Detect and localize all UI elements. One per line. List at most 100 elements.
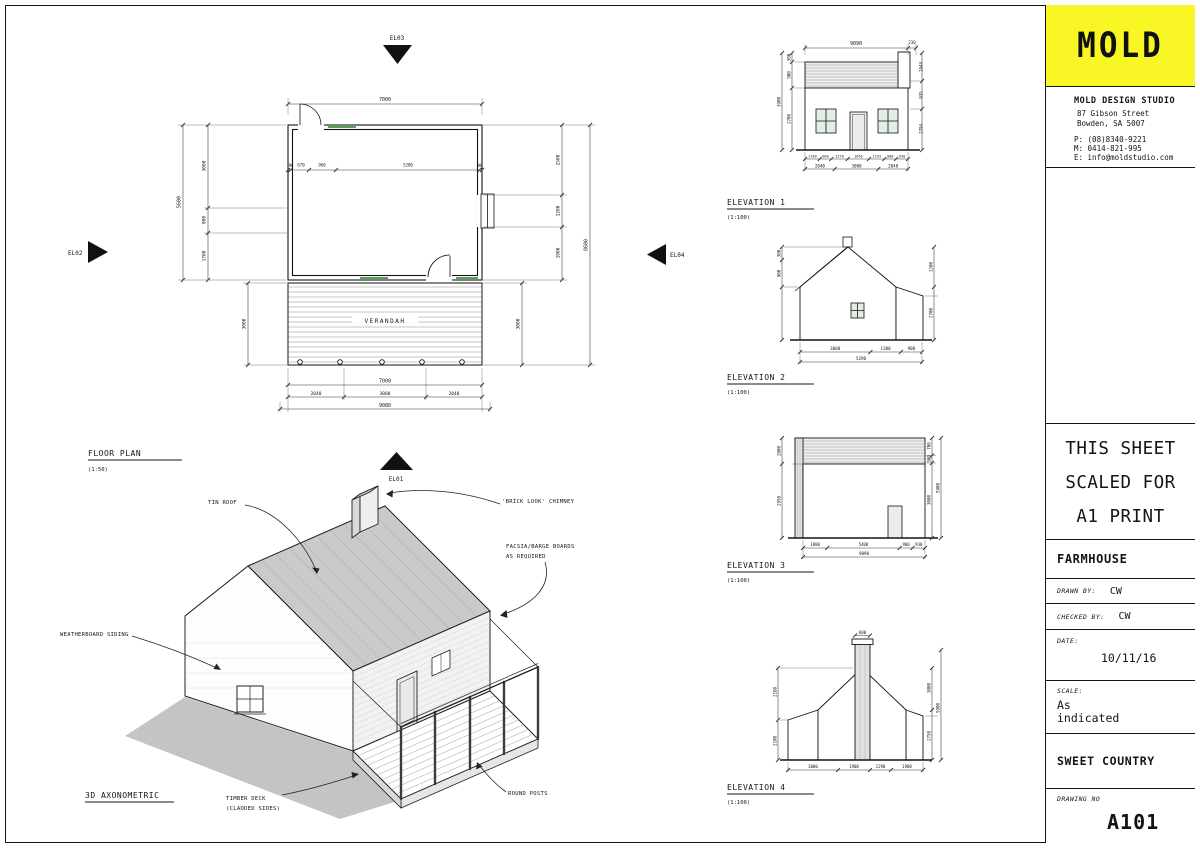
drawing-number-label: DRAWING NO [1057, 795, 1101, 803]
end-strip [794, 437, 804, 539]
callout-chimney: 'BRICK LOOK' CHIMNEY [502, 499, 575, 505]
dim-label: 2700 [787, 113, 792, 124]
dim-label: 9090 [859, 551, 870, 556]
chimney-cap [842, 236, 853, 248]
el03-marker-label: EL03 [390, 35, 405, 42]
elevation-markers: EL03 EL01 EL02 EL04 [68, 35, 685, 483]
dim-label: 300 [787, 53, 792, 61]
sheet-scale-note-line3: A1 PRINT [1076, 507, 1165, 527]
dim-label: 5900 [936, 702, 941, 713]
floor-plan-walls [287, 124, 483, 281]
dim-label: 1193 [872, 155, 881, 159]
dim-label: 3000 [830, 346, 841, 351]
dim-label: 600 [859, 630, 867, 635]
studio-phone: P: (08)8340-9221 [1074, 134, 1147, 144]
scale-row: SCALE: As indicated [1046, 681, 1195, 734]
callout-leaders [131, 490, 547, 796]
dim-label: 3000 [380, 391, 391, 397]
elevation3-drawing [788, 437, 938, 539]
roof-hatch [805, 64, 908, 87]
dim-label: 2040 [311, 391, 322, 397]
client-name: SWEET COUNTRY [1046, 734, 1195, 789]
dim-label: 1140 [808, 155, 817, 159]
front-door [396, 670, 418, 733]
el01-marker-icon [380, 452, 413, 470]
shadow [125, 697, 401, 819]
floor-plan-view: VERANDAH 7000 90 670 960 5280 90 5600 30… [68, 35, 685, 483]
dim-label: 3000 [516, 318, 522, 329]
elevation3-title-group: ELEVATION 3 (1:100) [727, 561, 814, 584]
chimney [351, 485, 379, 539]
el03-marker-icon [383, 45, 412, 64]
chimney-cap [851, 638, 874, 645]
callout-fascia-line2: AS REQUIRED [506, 554, 546, 560]
scale-value: As indicated [1057, 698, 1195, 725]
studio-mobile: M: 0414-821-995 [1074, 143, 1142, 153]
floor-plan-dim-lines [182, 103, 591, 410]
dim-label: 2750 [927, 730, 932, 741]
callout-fascia-line1: FACSIA/BARGE BOARDS [506, 544, 575, 550]
view-title: ELEVATION 1 [727, 198, 785, 207]
checked-by-label: CHECKED BY: [1057, 612, 1105, 621]
client-name-text: SWEET COUNTRY [1057, 754, 1155, 768]
verandah-posts [399, 665, 540, 801]
front-wall [352, 610, 491, 752]
project-name: FARMHOUSE [1046, 540, 1195, 579]
elevation3-view: 2000 2950 700 300 3000 5900 1800 5400 96… [727, 435, 944, 584]
logo: MOLD [1046, 5, 1195, 87]
callout-posts: ROUND POSTS [508, 791, 548, 797]
chimney [854, 643, 871, 761]
elevation2-drawing [790, 236, 932, 341]
dim-label: 670 [297, 163, 305, 168]
drawn-by-label: DRAWN BY: [1057, 587, 1096, 595]
elevation4-view: 600 2160 2100 3000 2750 5900 3000 1900 1… [727, 630, 944, 806]
dim-label: 3000 [927, 494, 932, 505]
checked-by-row: CHECKED BY: CW [1046, 604, 1195, 630]
dim-label: 5290 [856, 356, 867, 361]
date-value: 10/11/16 [1101, 651, 1157, 665]
dim-label: 3900 [777, 96, 782, 107]
view-title: ELEVATION 4 [727, 783, 785, 792]
el01-marker-label: EL01 [389, 476, 404, 483]
dim-label: 900 [202, 216, 208, 224]
dim-label: 930 [915, 542, 923, 547]
dim-label: 2000 [777, 445, 782, 456]
view-scale: (1:50) [88, 467, 108, 473]
dim-label: 1270 [835, 155, 844, 159]
dim-label: 1800 [810, 542, 820, 547]
dim-label: 1200 [556, 205, 562, 216]
dim-label: 5400 [859, 542, 869, 547]
window [815, 108, 837, 134]
title-block: MOLD MOLD DESIGN STUDIO 87 Gibson Street… [1045, 5, 1195, 843]
dim-label: 900 [887, 155, 894, 159]
front-window [431, 649, 451, 677]
floor-plan-ext-lines [178, 98, 595, 412]
gable-window [234, 685, 266, 715]
elevation1-title-group: ELEVATION 1 (1:100) [727, 198, 814, 221]
deck [352, 690, 539, 809]
title-block-spacer [1046, 168, 1195, 424]
roof-sheeting-lines [261, 511, 478, 666]
dim-label: 960 [902, 542, 910, 547]
view-scale: (1:100) [727, 215, 750, 221]
callout-deck-line2: (CLADDED SIDES) [226, 806, 280, 812]
floor-plan-dim-ticks [180, 101, 593, 412]
dim-label: 930 [899, 155, 906, 159]
el04-marker-icon [647, 244, 666, 265]
elevation1-view: 9090 230 300 900 2700 3900 2944 935 2794… [727, 40, 925, 221]
dim-label: 2040 [815, 164, 826, 169]
studio-address-line1: 87 Gibson Street [1077, 109, 1150, 119]
dim-label: 1900 [849, 764, 859, 769]
dim-label: 8600 [584, 239, 590, 251]
roof-hatch [795, 440, 925, 463]
dim-label: 2500 [556, 154, 562, 165]
sheet-scale-note: THIS SHEET SCALED FOR A1 PRINT [1046, 424, 1195, 540]
studio-contact: P: (08)8340-9221 M: 0414-821-995 E: info… [1074, 135, 1189, 162]
elevation2-view: 300 900 1200 2700 3000 1300 900 5290 ELE… [727, 236, 938, 396]
dim-label: 1200 [929, 261, 934, 272]
door-swing [427, 254, 451, 278]
callout-arrowheads [213, 490, 508, 779]
axonometric-title-group: 3D AXONOMETRIC [85, 791, 174, 803]
door [849, 111, 868, 151]
dim-label: 5280 [403, 163, 413, 168]
